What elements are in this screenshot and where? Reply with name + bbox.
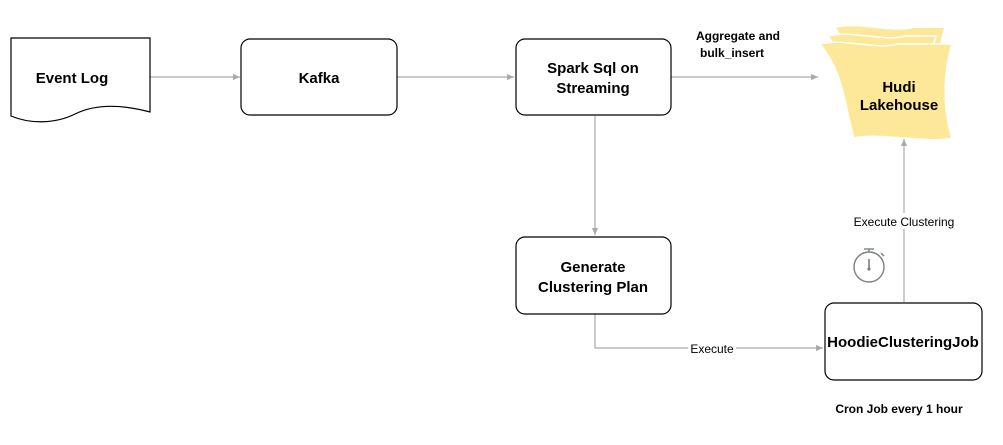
plan-label-line2: Clustering Plan [538, 279, 648, 296]
lakehouse-layer-front [818, 41, 954, 141]
hudi-lakehouse-node[interactable]: Hudi Lakehouse [818, 26, 954, 141]
hudi-label-line1: Hudi [882, 79, 915, 96]
job-box [824, 302, 983, 381]
execute-label-bg [688, 340, 736, 356]
document-shape [10, 37, 151, 123]
aggregate-label-line2: bulk_insert [700, 46, 764, 60]
plan-box [515, 236, 672, 315]
hudi-label-line2: Lakehouse [860, 97, 938, 114]
event-log-node[interactable]: Event Log [10, 37, 151, 123]
job-label: HoodieClusteringJob [827, 334, 979, 351]
spark-box [515, 38, 672, 116]
edge-plan-to-job [594, 314, 823, 352]
clustering-plan-node[interactable]: Generate Clustering Plan [515, 236, 672, 315]
kafka-box [240, 38, 398, 116]
stopwatch-icon [853, 248, 885, 283]
cron-caption: Cron Job every 1 hour [835, 402, 963, 416]
execute-clustering-label: Execute Clustering [854, 215, 955, 229]
spark-label-line2: Streaming [556, 80, 629, 97]
spark-streaming-node[interactable]: Spark Sql on Streaming [515, 38, 672, 116]
event-log-label: Event Log [36, 70, 109, 87]
spark-label-line1: Spark Sql on [547, 60, 639, 77]
kafka-label: Kafka [299, 70, 341, 87]
execute-clustering-label-bg [848, 213, 960, 229]
plan-label-line1: Generate [560, 259, 625, 276]
aggregate-label-line1: Aggregate and [696, 29, 780, 43]
kafka-node[interactable]: Kafka [240, 38, 398, 116]
execute-label: Execute [690, 342, 734, 356]
clustering-job-node[interactable]: HoodieClusteringJob [824, 302, 983, 381]
